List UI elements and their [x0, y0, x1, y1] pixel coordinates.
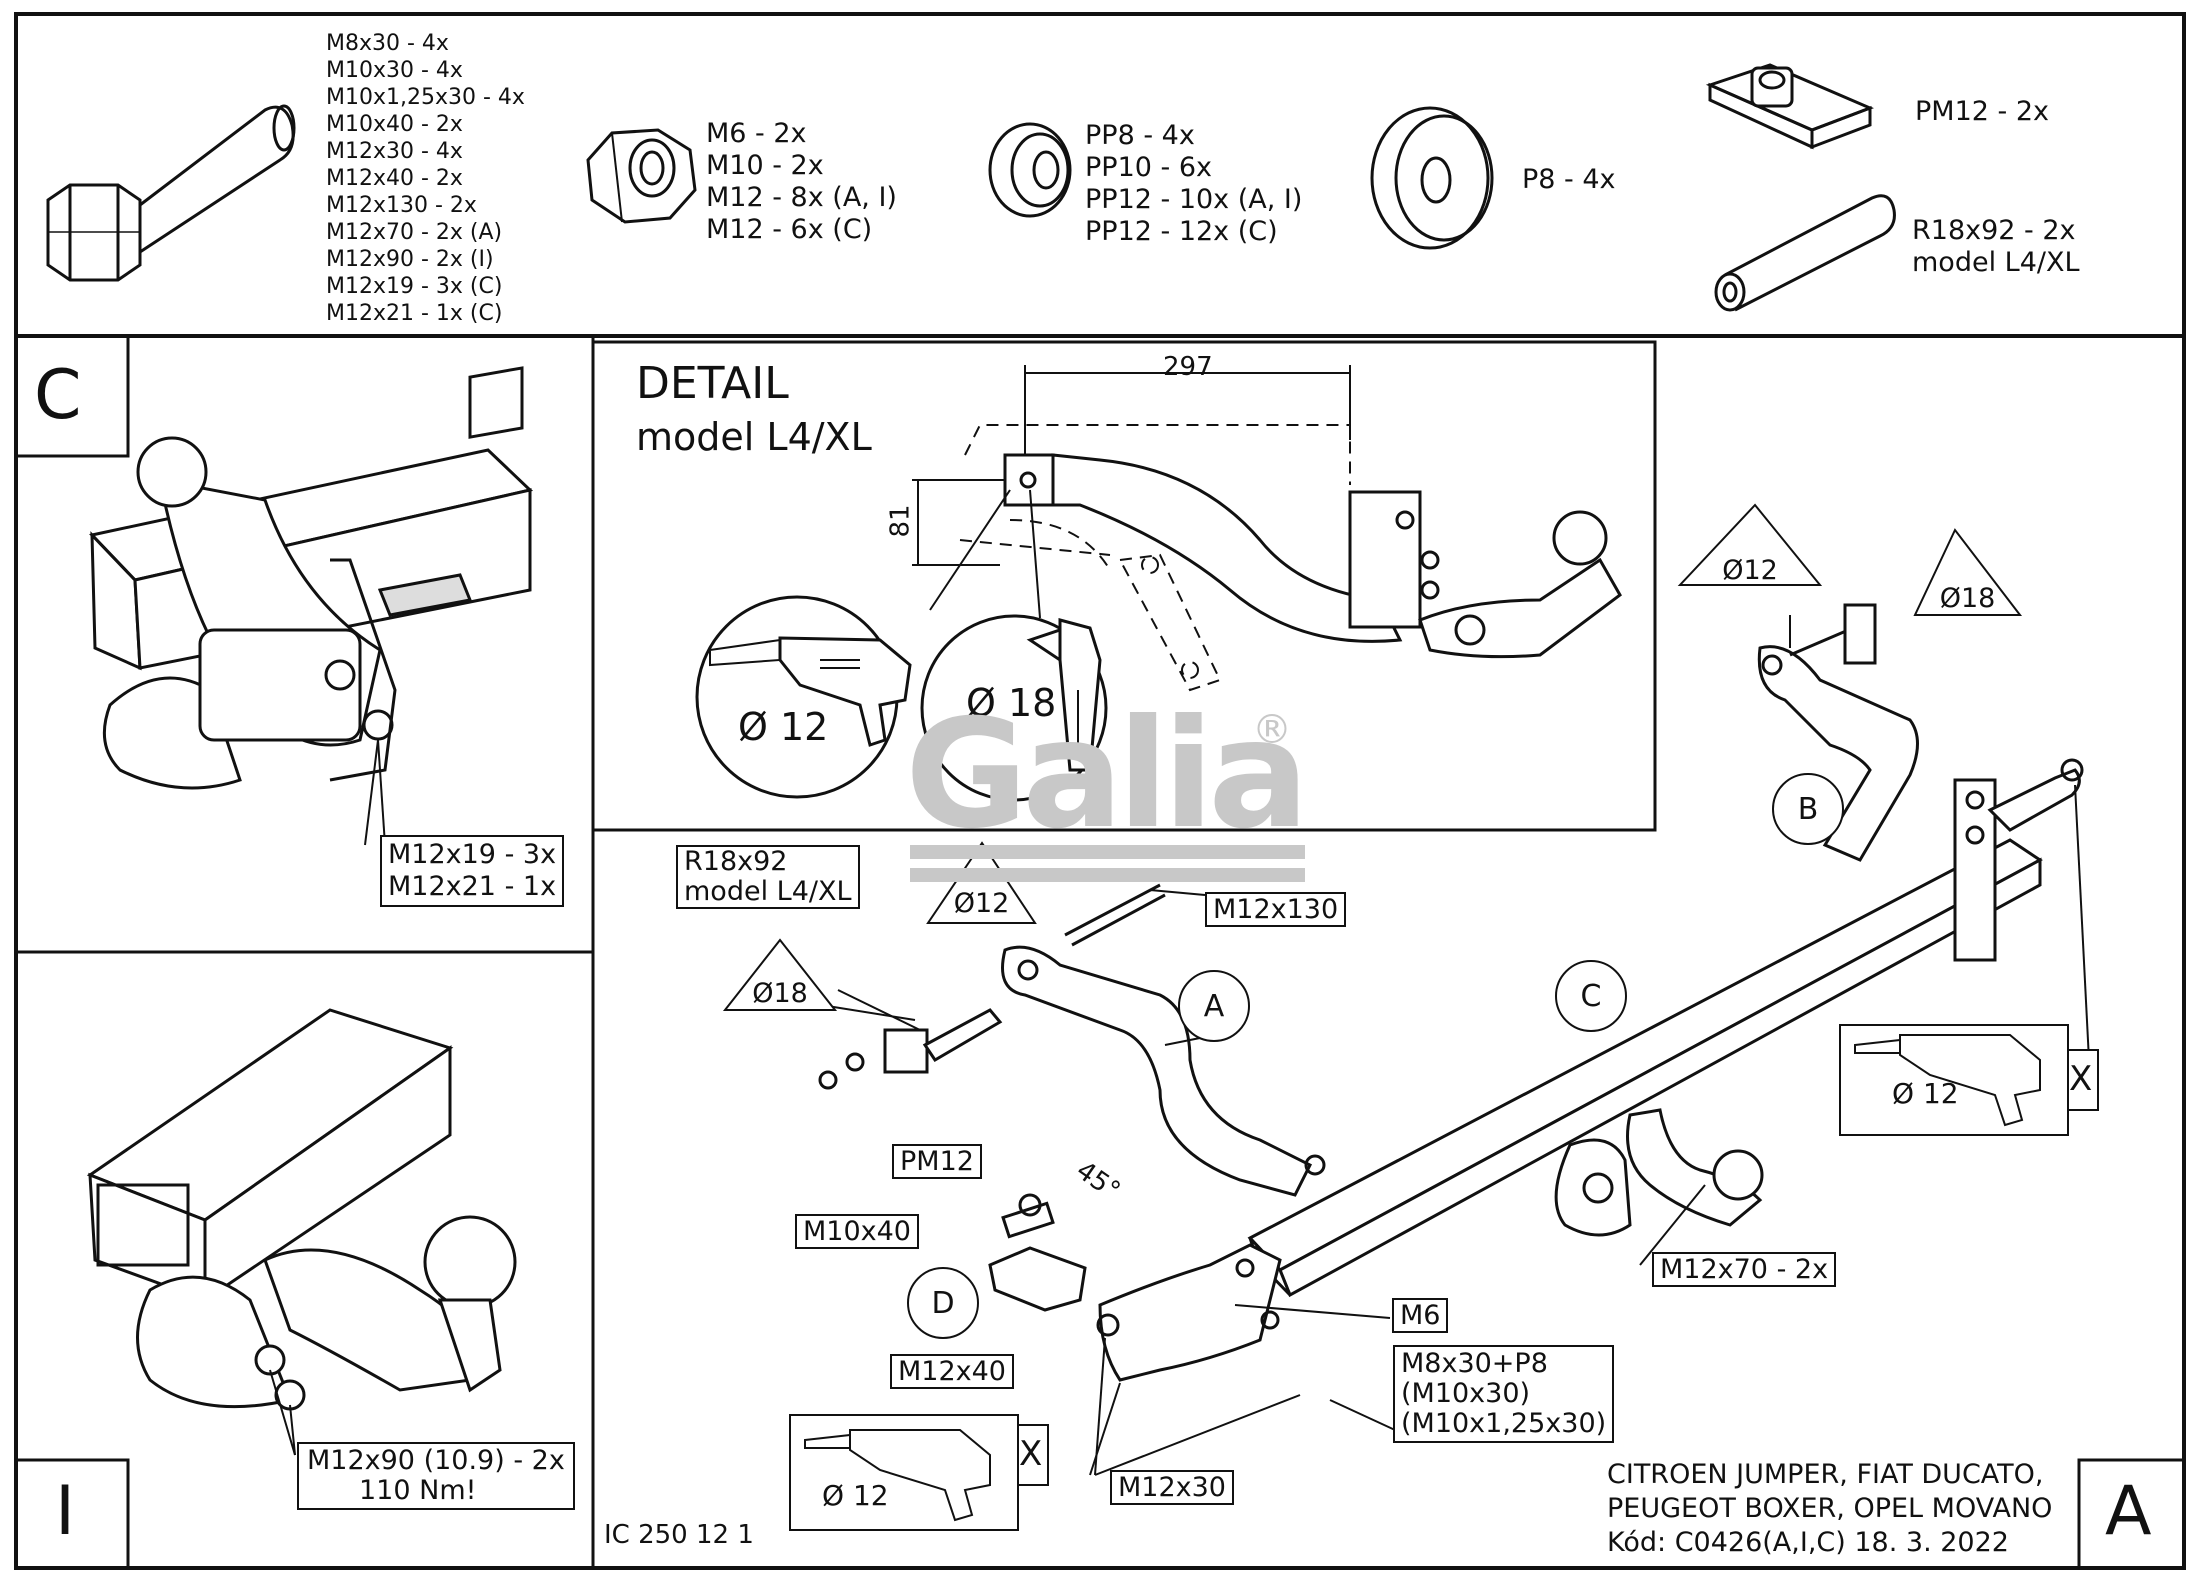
spring-washer-item: PP12 - 10x (A, I) [1085, 184, 1303, 215]
hardware-art [46, 63, 1896, 312]
detail-title: DETAIL [636, 358, 789, 409]
panel-c-bolts: M12x19 - 3x M12x21 - 1x [380, 835, 565, 907]
bolt-item: M12x90 - 2x (I) [326, 247, 494, 272]
label-m6: M6 [1392, 1298, 1449, 1333]
bolt-item: M12x21 - 1x (C) [326, 301, 503, 326]
nut-item: M10 - 2x [706, 150, 824, 181]
m8-group-line: M8x30+P8 [1401, 1348, 1548, 1379]
bolt-item: M12x19 - 3x (C) [326, 274, 503, 299]
drill-right-label: Ø 12 [1892, 1077, 1959, 1110]
panel-c-bolt-item: M12x21 - 1x [388, 871, 557, 902]
drawing-code: IC 250 12 1 [604, 1520, 754, 1550]
washer-label: P8 - 4x [1522, 164, 1616, 195]
panel-letter-i: I [55, 1472, 76, 1551]
bubble-a: A [1178, 970, 1250, 1042]
panel-i-torque: 110 Nm! [359, 1475, 477, 1506]
drill-bottom-x: X [1019, 1434, 1043, 1474]
code-date-line: Kód: C0426(A,I,C) 18. 3. 2022 [1607, 1527, 2009, 1558]
bubble-b: B [1772, 773, 1844, 845]
vehicle-info: CITROEN JUMPER, FIAT DUCATO, PEUGEOT BOX… [1607, 1458, 2052, 1560]
plate-label: PM12 - 2x [1915, 96, 2049, 127]
bolt-item: M12x130 - 2x [326, 193, 477, 218]
bolt-list: M8x30 - 4x M10x30 - 4x M10x1,25x30 - 4x … [326, 30, 525, 327]
outer-frame [14, 12, 2186, 1570]
detail-art [695, 365, 1622, 802]
bolt-item: M10x30 - 4x [326, 58, 463, 83]
drill-diameter-12: Ø 12 [738, 705, 829, 749]
panel-letter-a: A [2105, 1472, 2152, 1551]
bubble-c: C [1555, 960, 1627, 1032]
label-m12x130: M12x130 [1205, 892, 1347, 927]
nut-item: M6 - 2x [706, 118, 807, 149]
bubble-d: D [907, 1267, 979, 1339]
label-m12x40: M12x40 [890, 1354, 1014, 1389]
drill-diameter-18: Ø 18 [966, 681, 1057, 725]
triangle-label: Ø18 [1939, 583, 1996, 614]
spacer-item: model L4/XL [1912, 247, 2080, 278]
label-m10x40: M10x40 [795, 1214, 919, 1249]
label-pm12: PM12 [892, 1144, 982, 1179]
drill-boxes [789, 1024, 2099, 1531]
triangle-label: Ø12 [953, 888, 1010, 919]
dimension-horizontal: 297 [1163, 352, 1213, 382]
bolt-item: M8x30 - 4x [326, 31, 449, 56]
bolt-item: M12x40 - 2x [326, 166, 463, 191]
detail-subtitle: model L4/XL [636, 415, 872, 459]
vehicle-line: CITROEN JUMPER, FIAT DUCATO, [1607, 1459, 2044, 1490]
drill-right-x: X [2069, 1059, 2093, 1099]
triangle-callouts [722, 503, 2023, 1011]
drill-bottom-label: Ø 12 [822, 1479, 889, 1512]
spring-washer-item: PP12 - 12x (C) [1085, 216, 1278, 247]
label-m12x70: M12x70 - 2x [1652, 1252, 1837, 1287]
nut-item: M12 - 6x (C) [706, 214, 873, 245]
label-m8-group: M8x30+P8 (M10x30) (M10x1,25x30) [1393, 1345, 1615, 1443]
label-m12x30: M12x30 [1110, 1470, 1234, 1505]
spacer-item: R18x92 - 2x [1912, 215, 2076, 246]
spacer-callout: R18x92 model L4/XL [676, 845, 860, 909]
m8-group-line: (M10x1,25x30) [1401, 1408, 1607, 1439]
vehicle-line: PEUGEOT BOXER, OPEL MOVANO [1607, 1493, 2053, 1524]
spacer-callout-line: R18x92 [684, 846, 788, 877]
bolt-item: M10x1,25x30 - 4x [326, 85, 525, 110]
main-art [789, 603, 2091, 1476]
dimension-vertical: 81 [885, 504, 916, 538]
bolt-item: M12x30 - 4x [326, 139, 463, 164]
bolt-item: M12x70 - 2x (A) [326, 220, 503, 245]
m8-group-line: (M10x30) [1401, 1378, 1531, 1409]
nut-item: M12 - 8x (A, I) [706, 182, 897, 213]
panel-c-bolt-item: M12x19 - 3x [388, 839, 557, 870]
triangle-label: Ø18 [752, 978, 808, 1009]
spring-washer-item: PP10 - 6x [1085, 152, 1212, 183]
bolt-item: M10x40 - 2x [326, 112, 463, 137]
panel-i-bolt-item: M12x90 (10.9) - 2x [307, 1445, 565, 1476]
panel-c-art [89, 366, 534, 846]
spring-washer-item: PP8 - 4x [1085, 120, 1195, 151]
panel-i-bolts: M12x90 (10.9) - 2x 110 Nm! [297, 1442, 575, 1510]
nut-list: M6 - 2x M10 - 2x M12 - 8x (A, I) M12 - 6… [706, 118, 897, 246]
spacer-list: R18x92 - 2x model L4/XL [1912, 215, 2080, 279]
registered-mark: ® [1252, 707, 1292, 753]
galia-watermark: Galia [905, 688, 1309, 862]
panel-letter-c: C [34, 356, 82, 435]
panel-i-art [86, 1008, 517, 1456]
triangle-label: Ø12 [1722, 555, 1778, 586]
spacer-callout-line: model L4/XL [684, 876, 852, 907]
spring-washer-list: PP8 - 4x PP10 - 6x PP12 - 10x (A, I) PP1… [1085, 120, 1302, 248]
